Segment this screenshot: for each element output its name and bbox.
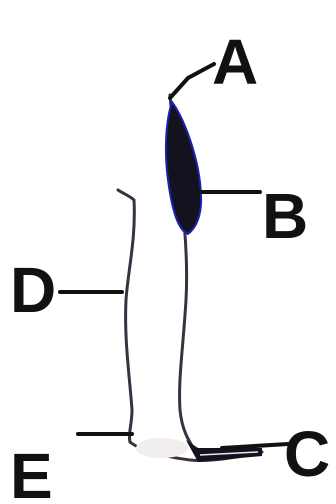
leader-c: [222, 444, 288, 448]
label-c: C: [284, 418, 330, 490]
achilles-tendon: [186, 440, 262, 462]
label-a: A: [212, 26, 258, 98]
heel-shape: [136, 438, 188, 458]
leader-a: [170, 64, 214, 98]
label-e: E: [10, 440, 53, 504]
leg-front-outline: [118, 190, 134, 442]
label-b: B: [262, 180, 308, 252]
calf-muscle: [166, 102, 201, 234]
label-d: D: [10, 254, 56, 326]
